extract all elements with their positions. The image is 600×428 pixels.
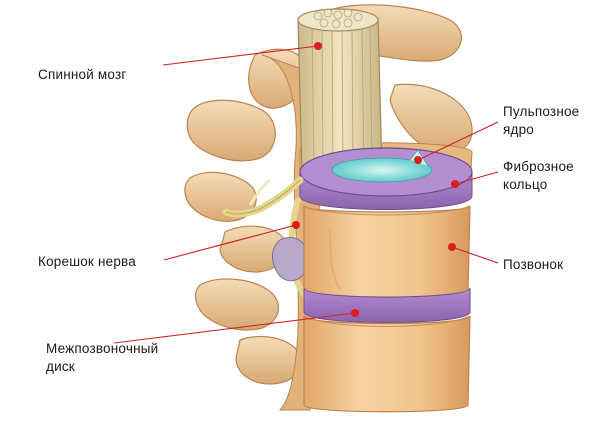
leader-nucleus [417,121,499,161]
label-nucleus-line1: Пульпозное [503,104,580,119]
label-nucleus-line2: ядро [503,122,535,137]
disc-upper [299,147,473,210]
label-spinal-cord: Спинной мозг [38,67,127,82]
label-annulus-line2: кольцо [503,177,548,192]
facet-middle [184,171,257,222]
label-disc-line2: диск [46,359,75,374]
marker-annulus [451,180,459,188]
nerve-ganglion [272,237,309,282]
marker-spinal-cord [314,42,322,50]
marker-vertebra [448,243,456,251]
label-annulus-line1: Фиброзное [503,159,574,174]
label-disc-line1: Межпозвоночный [46,341,159,356]
facet-upper [186,99,276,162]
marker-nucleus [414,156,422,164]
leader-spinal-cord [162,45,319,66]
leader-vertebra [451,246,499,264]
leader-nerve-root [163,224,297,261]
marker-nerve-root [292,221,300,229]
vertebral-body-lower [303,315,471,413]
facet-lower [194,278,279,331]
leader-lines [113,45,499,344]
nucleus-pulposus [331,157,433,183]
marker-disc [351,309,359,317]
lamina-lower [235,335,302,385]
vertebral-body-middle [303,205,471,299]
label-nerve-root: Корешок нерва [38,254,136,269]
leader-disc [113,312,356,344]
nerve-root [222,176,309,298]
leader-annulus [454,171,499,185]
spinal-cord [297,8,383,173]
label-vertebra: Позвонок [503,257,564,272]
marker-dots [292,42,459,317]
